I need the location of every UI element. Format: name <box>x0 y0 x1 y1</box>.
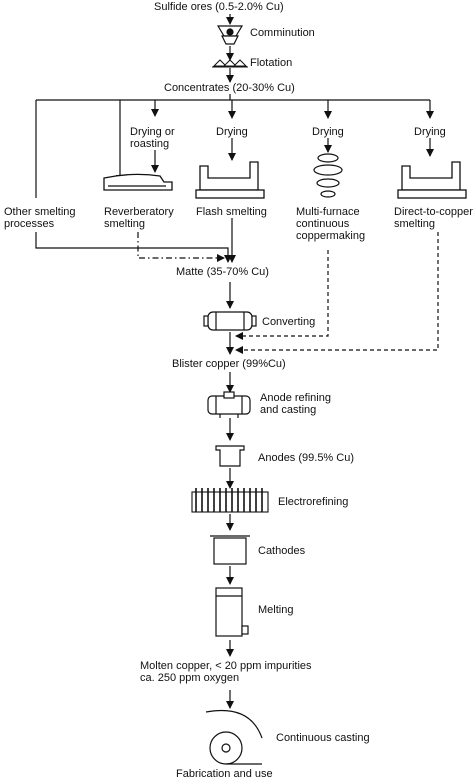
direct-to-blister-arrow <box>235 232 439 354</box>
continuous-casting-icon <box>205 709 263 765</box>
other-smelting-label: Other smelting processes <box>4 206 76 230</box>
direct-to-copper-label: Direct-to-copper smelting <box>394 206 473 230</box>
flotation-icon <box>212 59 248 68</box>
melting-furnace-icon <box>215 587 249 637</box>
converter-icon <box>203 311 257 331</box>
flash-smelting-label: Flash smelting <box>196 206 267 218</box>
blister-copper-label: Blister copper (99%Cu) <box>172 358 286 370</box>
sulfide-ores-label: Sulfide ores (0.5-2.0% Cu) <box>154 1 284 13</box>
anode-refining-label: Anode refining and casting <box>260 392 331 416</box>
reverberatory-to-matte-arrow <box>137 232 225 262</box>
electrorefining-tank-icon <box>191 488 269 513</box>
cathodes-label: Cathodes <box>258 545 306 557</box>
matte-label: Matte (35-70% Cu) <box>176 266 269 278</box>
other-smelting-to-matte-arrow <box>35 232 232 263</box>
molten-copper-label: Molten copper, < 20 ppm impurities ca. 2… <box>140 660 312 684</box>
continuous-casting-label: Continuous casting <box>276 732 370 744</box>
concentrates-label: Concentrates (20-30% Cu) <box>164 82 295 94</box>
comminution-label: Comminution <box>250 27 315 39</box>
anodes-label: Anodes (99.5% Cu) <box>258 452 354 464</box>
drying-or-roasting-label: Drying or roasting <box>130 126 175 150</box>
multi-furnace-to-blister-arrow <box>235 250 329 340</box>
anode-icon <box>215 445 245 467</box>
electrorefining-label: Electrorefining <box>278 496 349 508</box>
melting-label: Melting <box>258 604 294 616</box>
cathode-icon <box>210 535 250 565</box>
reverberatory-furnace-icon <box>103 173 173 191</box>
flash-smelting-furnace-icon <box>195 161 265 199</box>
drying-multi-label: Drying <box>312 126 344 138</box>
drying-direct-label: Drying <box>414 126 446 138</box>
drying-flash-label: Drying <box>216 126 248 138</box>
multi-furnace-label: Multi-furnace continuous coppermaking <box>296 206 366 242</box>
fabrication-label: Fabrication and use <box>176 768 273 780</box>
flotation-label: Flotation <box>250 57 293 69</box>
direct-to-copper-furnace-icon <box>397 161 467 199</box>
reverberatory-label: Reverberatory smelting <box>104 206 174 230</box>
converting-label: Converting <box>262 316 316 328</box>
anode-furnace-icon <box>207 391 251 418</box>
multi-furnace-icon <box>313 153 343 198</box>
comminution-icon <box>216 25 244 45</box>
